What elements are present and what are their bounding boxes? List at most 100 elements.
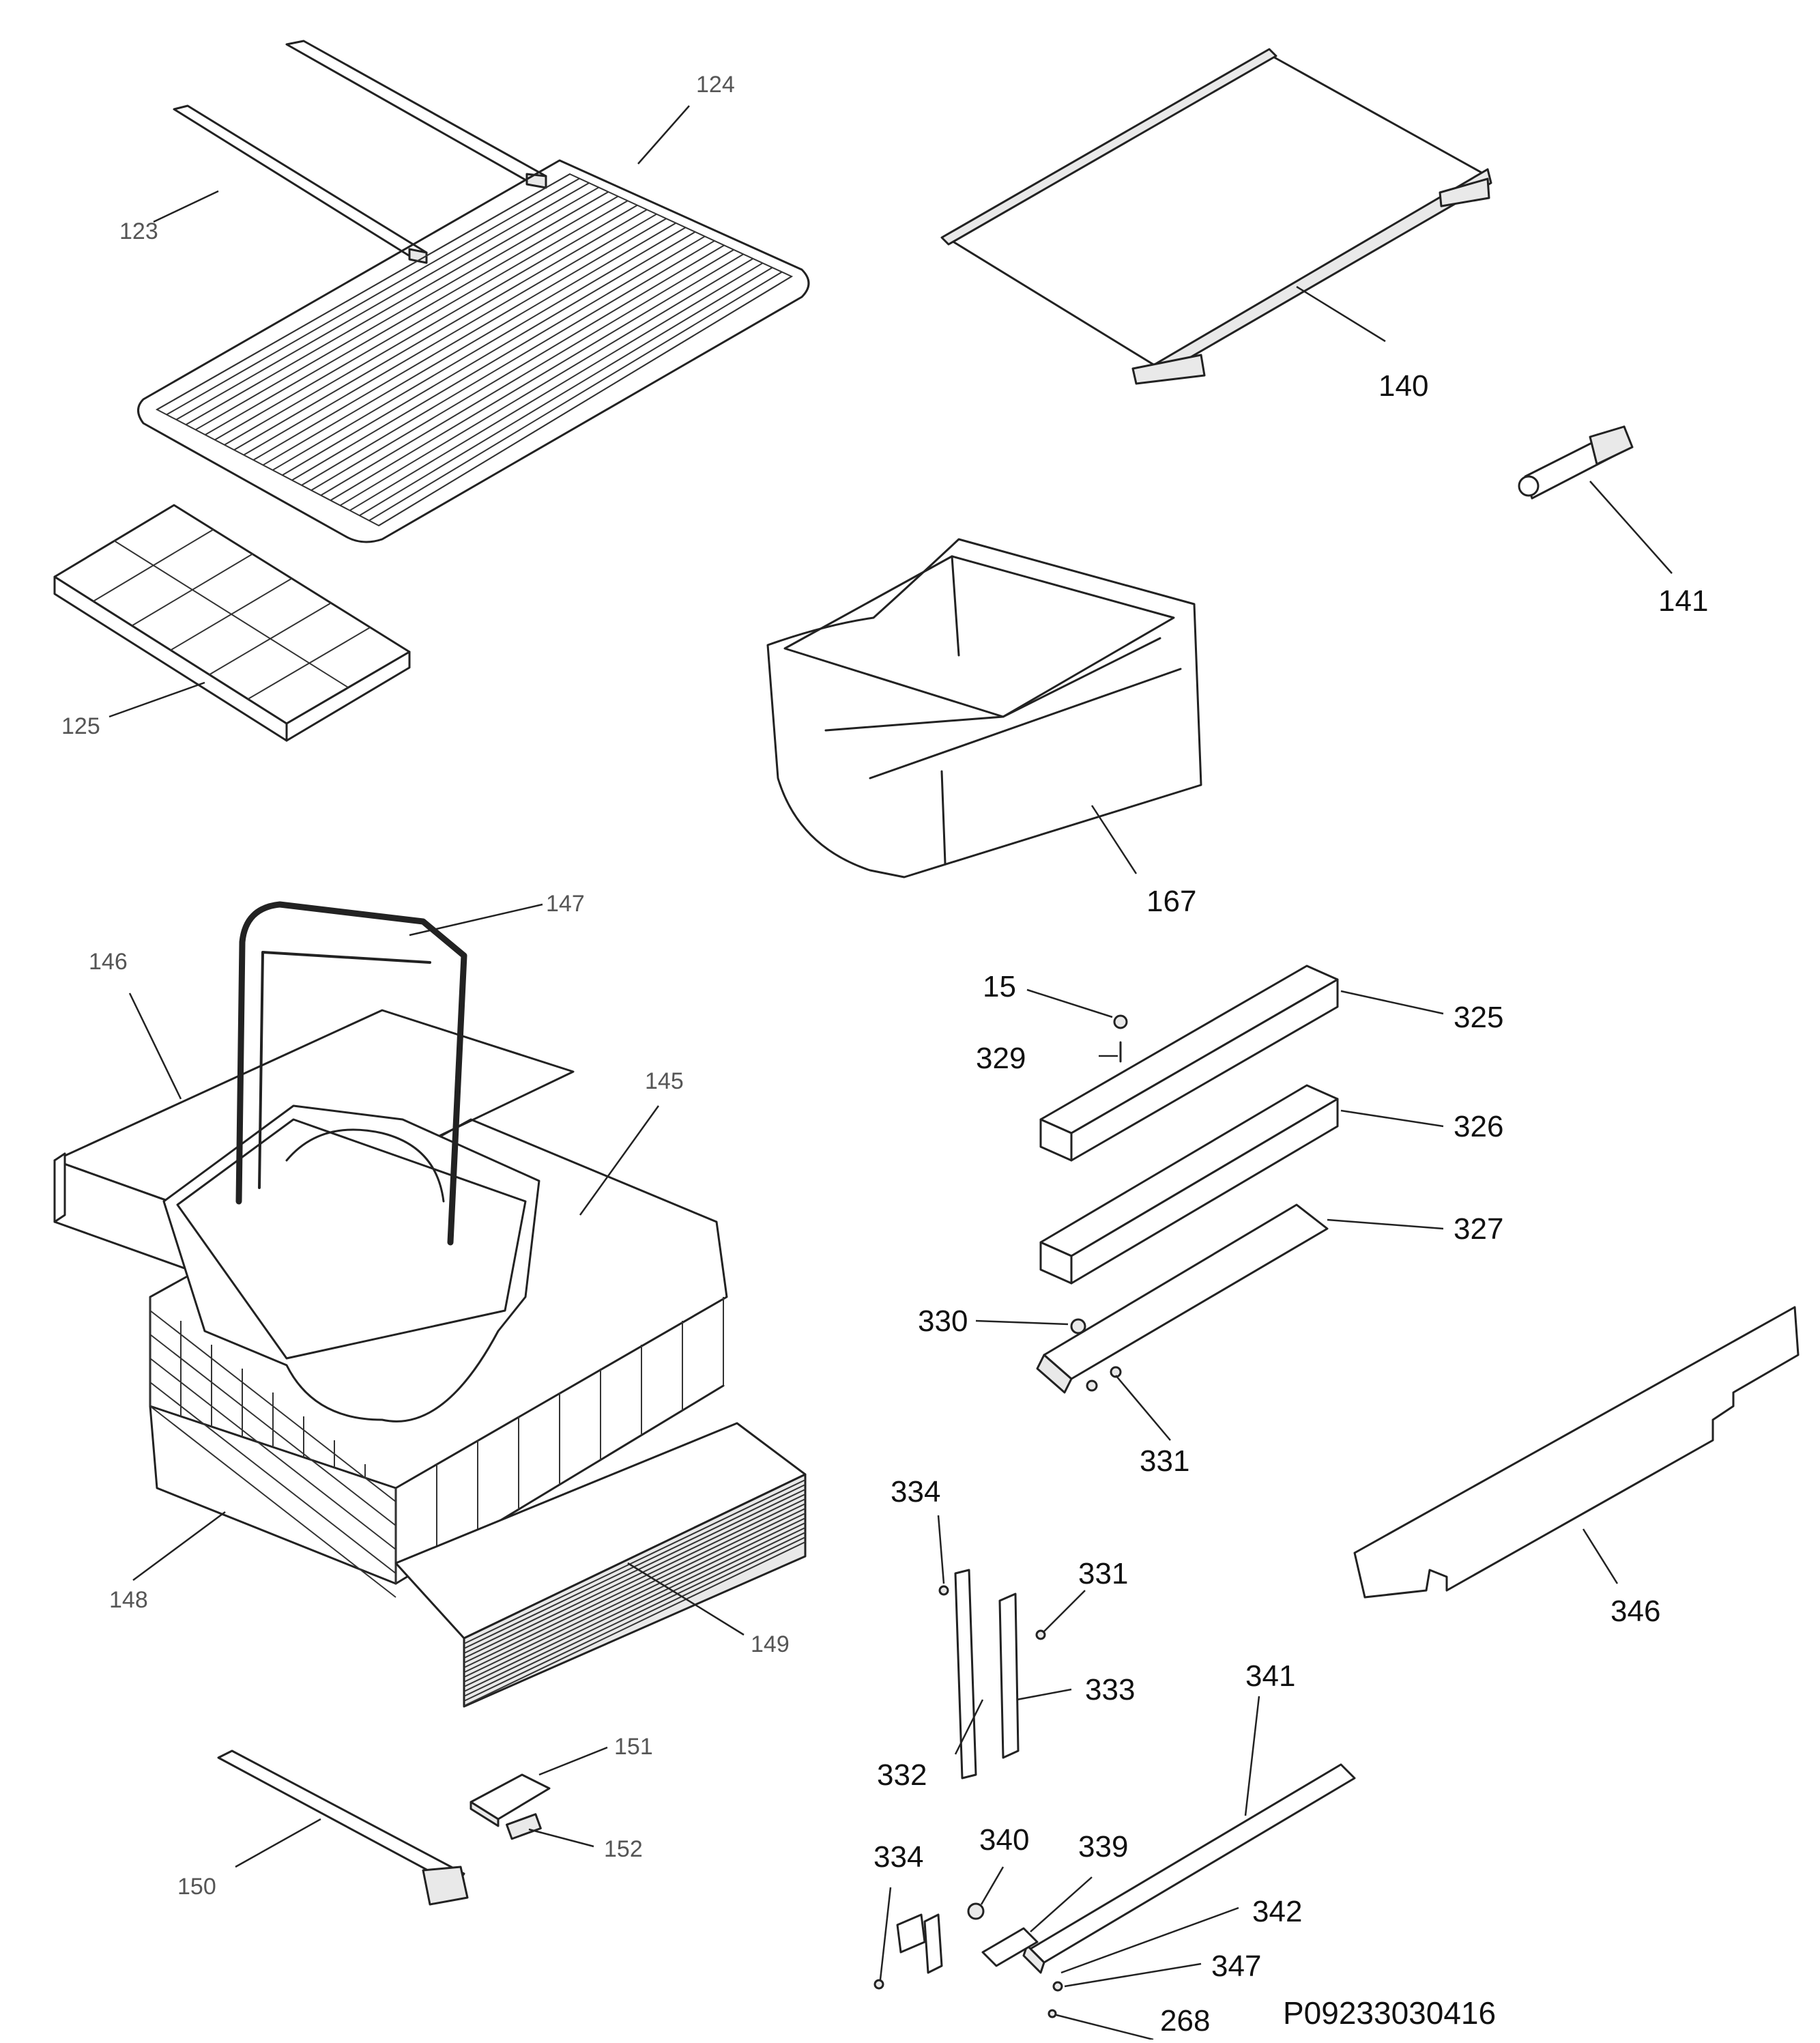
shelf-wire — [233, 209, 648, 451]
part-346-panel — [1353, 1306, 1800, 1599]
front-stripe — [463, 1532, 806, 1697]
shelf-wire — [369, 271, 783, 522]
label-330: 330 — [918, 1304, 968, 1338]
label-145: 145 — [645, 1068, 684, 1094]
label-333: 333 — [1085, 1673, 1135, 1706]
shelf-wire — [262, 222, 676, 466]
part-327-slide — [1036, 1203, 1329, 1394]
shelf-wire — [243, 213, 657, 456]
part-150-rail — [217, 1749, 469, 1906]
front-stripe — [463, 1508, 806, 1673]
front-stripe — [463, 1498, 806, 1663]
label-346: 346 — [1610, 1595, 1660, 1628]
part-ice-bucket — [162, 1104, 540, 1423]
label-327: 327 — [1454, 1212, 1503, 1246]
part-347-screw — [1052, 1981, 1063, 1992]
part-167-drawer — [766, 538, 1202, 878]
part-331-screw-lower — [1035, 1629, 1046, 1640]
label-124: 124 — [696, 72, 735, 98]
label-15: 15 — [983, 970, 1016, 1003]
label-141: 141 — [1658, 584, 1708, 618]
shelf-wire — [166, 177, 580, 416]
label-341: 341 — [1245, 1659, 1295, 1693]
label-326: 326 — [1454, 1110, 1503, 1143]
part-334-latch — [896, 1913, 943, 1974]
part-152-spring — [506, 1813, 542, 1840]
leader-lines — [109, 105, 1673, 2041]
tray-divider — [113, 540, 349, 688]
part-340-cap — [967, 1902, 985, 1920]
label-325: 325 — [1454, 1001, 1503, 1034]
label-334-lower: 334 — [873, 1840, 923, 1874]
part-332-strip — [954, 1569, 977, 1780]
part-334-screw-upper — [938, 1585, 949, 1596]
part-268-screw — [1048, 2009, 1057, 2018]
front-stripe — [463, 1541, 806, 1706]
front-stripe — [463, 1503, 806, 1668]
label-332: 332 — [877, 1758, 927, 1792]
part-125-ice-tray — [53, 504, 411, 742]
front-stripe — [463, 1517, 806, 1683]
part-326-bar — [1039, 1084, 1339, 1285]
label-340: 340 — [979, 1823, 1029, 1857]
front-stripe — [463, 1522, 806, 1687]
part-151-bracket — [470, 1773, 551, 1827]
label-150: 150 — [177, 1874, 216, 1900]
shelf-wire — [359, 267, 773, 517]
part-124-rail — [285, 40, 547, 189]
shelf-wire — [339, 258, 753, 506]
shelf-wire — [330, 253, 744, 501]
shelf-wire — [291, 235, 706, 481]
part-140-glass-shelf — [940, 48, 1492, 385]
shelf-wire — [252, 218, 667, 461]
label-331-upper: 331 — [1140, 1444, 1189, 1478]
basket-wire — [149, 1310, 396, 1502]
part-123-rail — [173, 104, 428, 264]
shelf-wire — [224, 204, 638, 446]
label-329: 329 — [976, 1042, 1026, 1075]
label-123: 123 — [119, 218, 158, 244]
basket-wire — [149, 1405, 396, 1598]
shelf-wire — [282, 231, 696, 476]
label-152: 152 — [604, 1836, 643, 1862]
label-342: 342 — [1252, 1895, 1302, 1928]
part-334-screw-lower — [873, 1979, 884, 1990]
label-140: 140 — [1378, 369, 1428, 403]
part-339-bracket — [981, 1927, 1039, 1967]
diagram-code: P09233030416 — [1283, 1995, 1496, 2031]
shelf-wire — [301, 240, 715, 486]
shelf-wire — [310, 244, 725, 491]
label-147: 147 — [546, 891, 585, 917]
shelf-wire — [185, 186, 599, 426]
front-stripe — [463, 1489, 806, 1654]
basket-wire — [149, 1334, 396, 1526]
fasteners-upper — [1070, 1014, 1128, 1392]
part-149-drawer-front — [394, 1422, 807, 1708]
shelf-wire — [214, 200, 629, 441]
label-268: 268 — [1160, 2004, 1210, 2038]
shelf-wire — [320, 249, 734, 496]
label-125: 125 — [61, 713, 100, 739]
label-339: 339 — [1078, 1830, 1128, 1863]
shelf-wire — [205, 195, 619, 435]
part-141-clip — [1518, 425, 1634, 500]
part-341-slide — [1022, 1763, 1356, 1974]
part-145-basket — [149, 1118, 728, 1598]
shelf-wire — [175, 182, 590, 420]
shelf-wire — [195, 191, 609, 431]
label-148: 148 — [109, 1587, 148, 1613]
label-334-upper: 334 — [891, 1475, 940, 1509]
part-325-bar — [1039, 965, 1339, 1162]
shelf-wire — [156, 173, 570, 410]
part-147-handle — [235, 901, 467, 1246]
basket-wire — [149, 1382, 396, 1574]
callout-labels: 123 124 125 140 141 145 146 147 148 149 … — [61, 72, 1708, 2038]
shelf-wire — [349, 262, 764, 511]
part-124-wire-shelf — [137, 159, 810, 543]
front-stripe — [463, 1479, 806, 1644]
label-146: 146 — [89, 949, 128, 975]
label-347: 347 — [1211, 1949, 1261, 1983]
label-151: 151 — [614, 1734, 653, 1760]
